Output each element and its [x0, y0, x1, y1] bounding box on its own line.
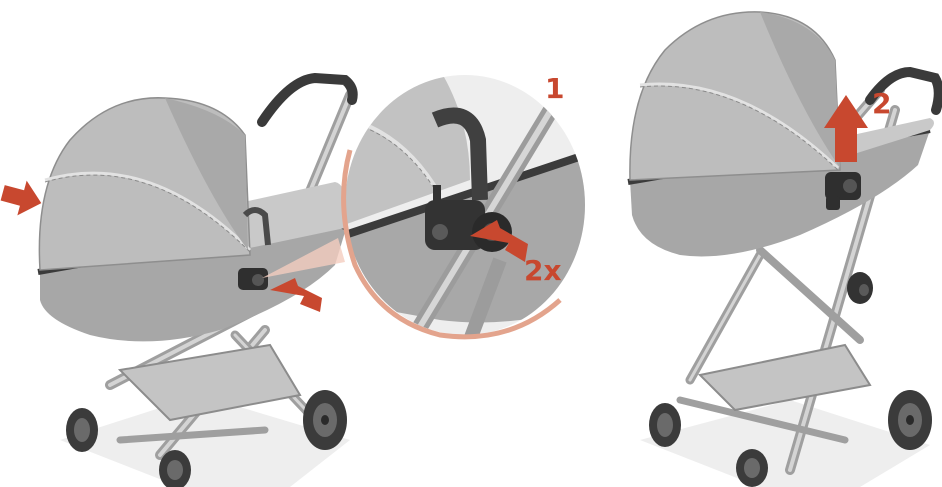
ground-shadow-right	[640, 400, 930, 487]
stroller-left	[0, 72, 358, 487]
canopy-fold-left	[165, 98, 248, 250]
ground-shadow-left	[60, 395, 350, 487]
stroller-right: 2	[627, 11, 942, 487]
basket-right	[697, 343, 872, 412]
canopy-seam-right	[639, 82, 840, 170]
latch-left	[238, 268, 268, 290]
step-2x-label: 2x	[524, 254, 562, 287]
canopy-fold-right	[760, 12, 840, 168]
carrycot-handle-left	[242, 207, 271, 246]
zoom-callout: 1 2x	[262, 72, 585, 340]
carrycot-top-left	[230, 182, 347, 250]
push-arrow-latch-icon	[270, 278, 322, 312]
callout-detail	[345, 75, 585, 335]
push-arrow-detail-icon	[470, 220, 528, 262]
basket-left	[117, 343, 302, 422]
step-2-label: 2	[872, 87, 891, 120]
lift-arrow-icon	[824, 95, 868, 162]
push-arrow-canopy-icon	[0, 180, 42, 216]
carrycot-body-left	[40, 223, 345, 342]
latch-right	[825, 172, 861, 210]
callout-beam	[262, 238, 345, 278]
step-1-label: 1	[545, 72, 564, 105]
callout-ring	[341, 149, 562, 340]
wheels-left	[66, 390, 347, 487]
canopy-seam-left	[44, 171, 252, 252]
wheels-right	[649, 390, 932, 487]
